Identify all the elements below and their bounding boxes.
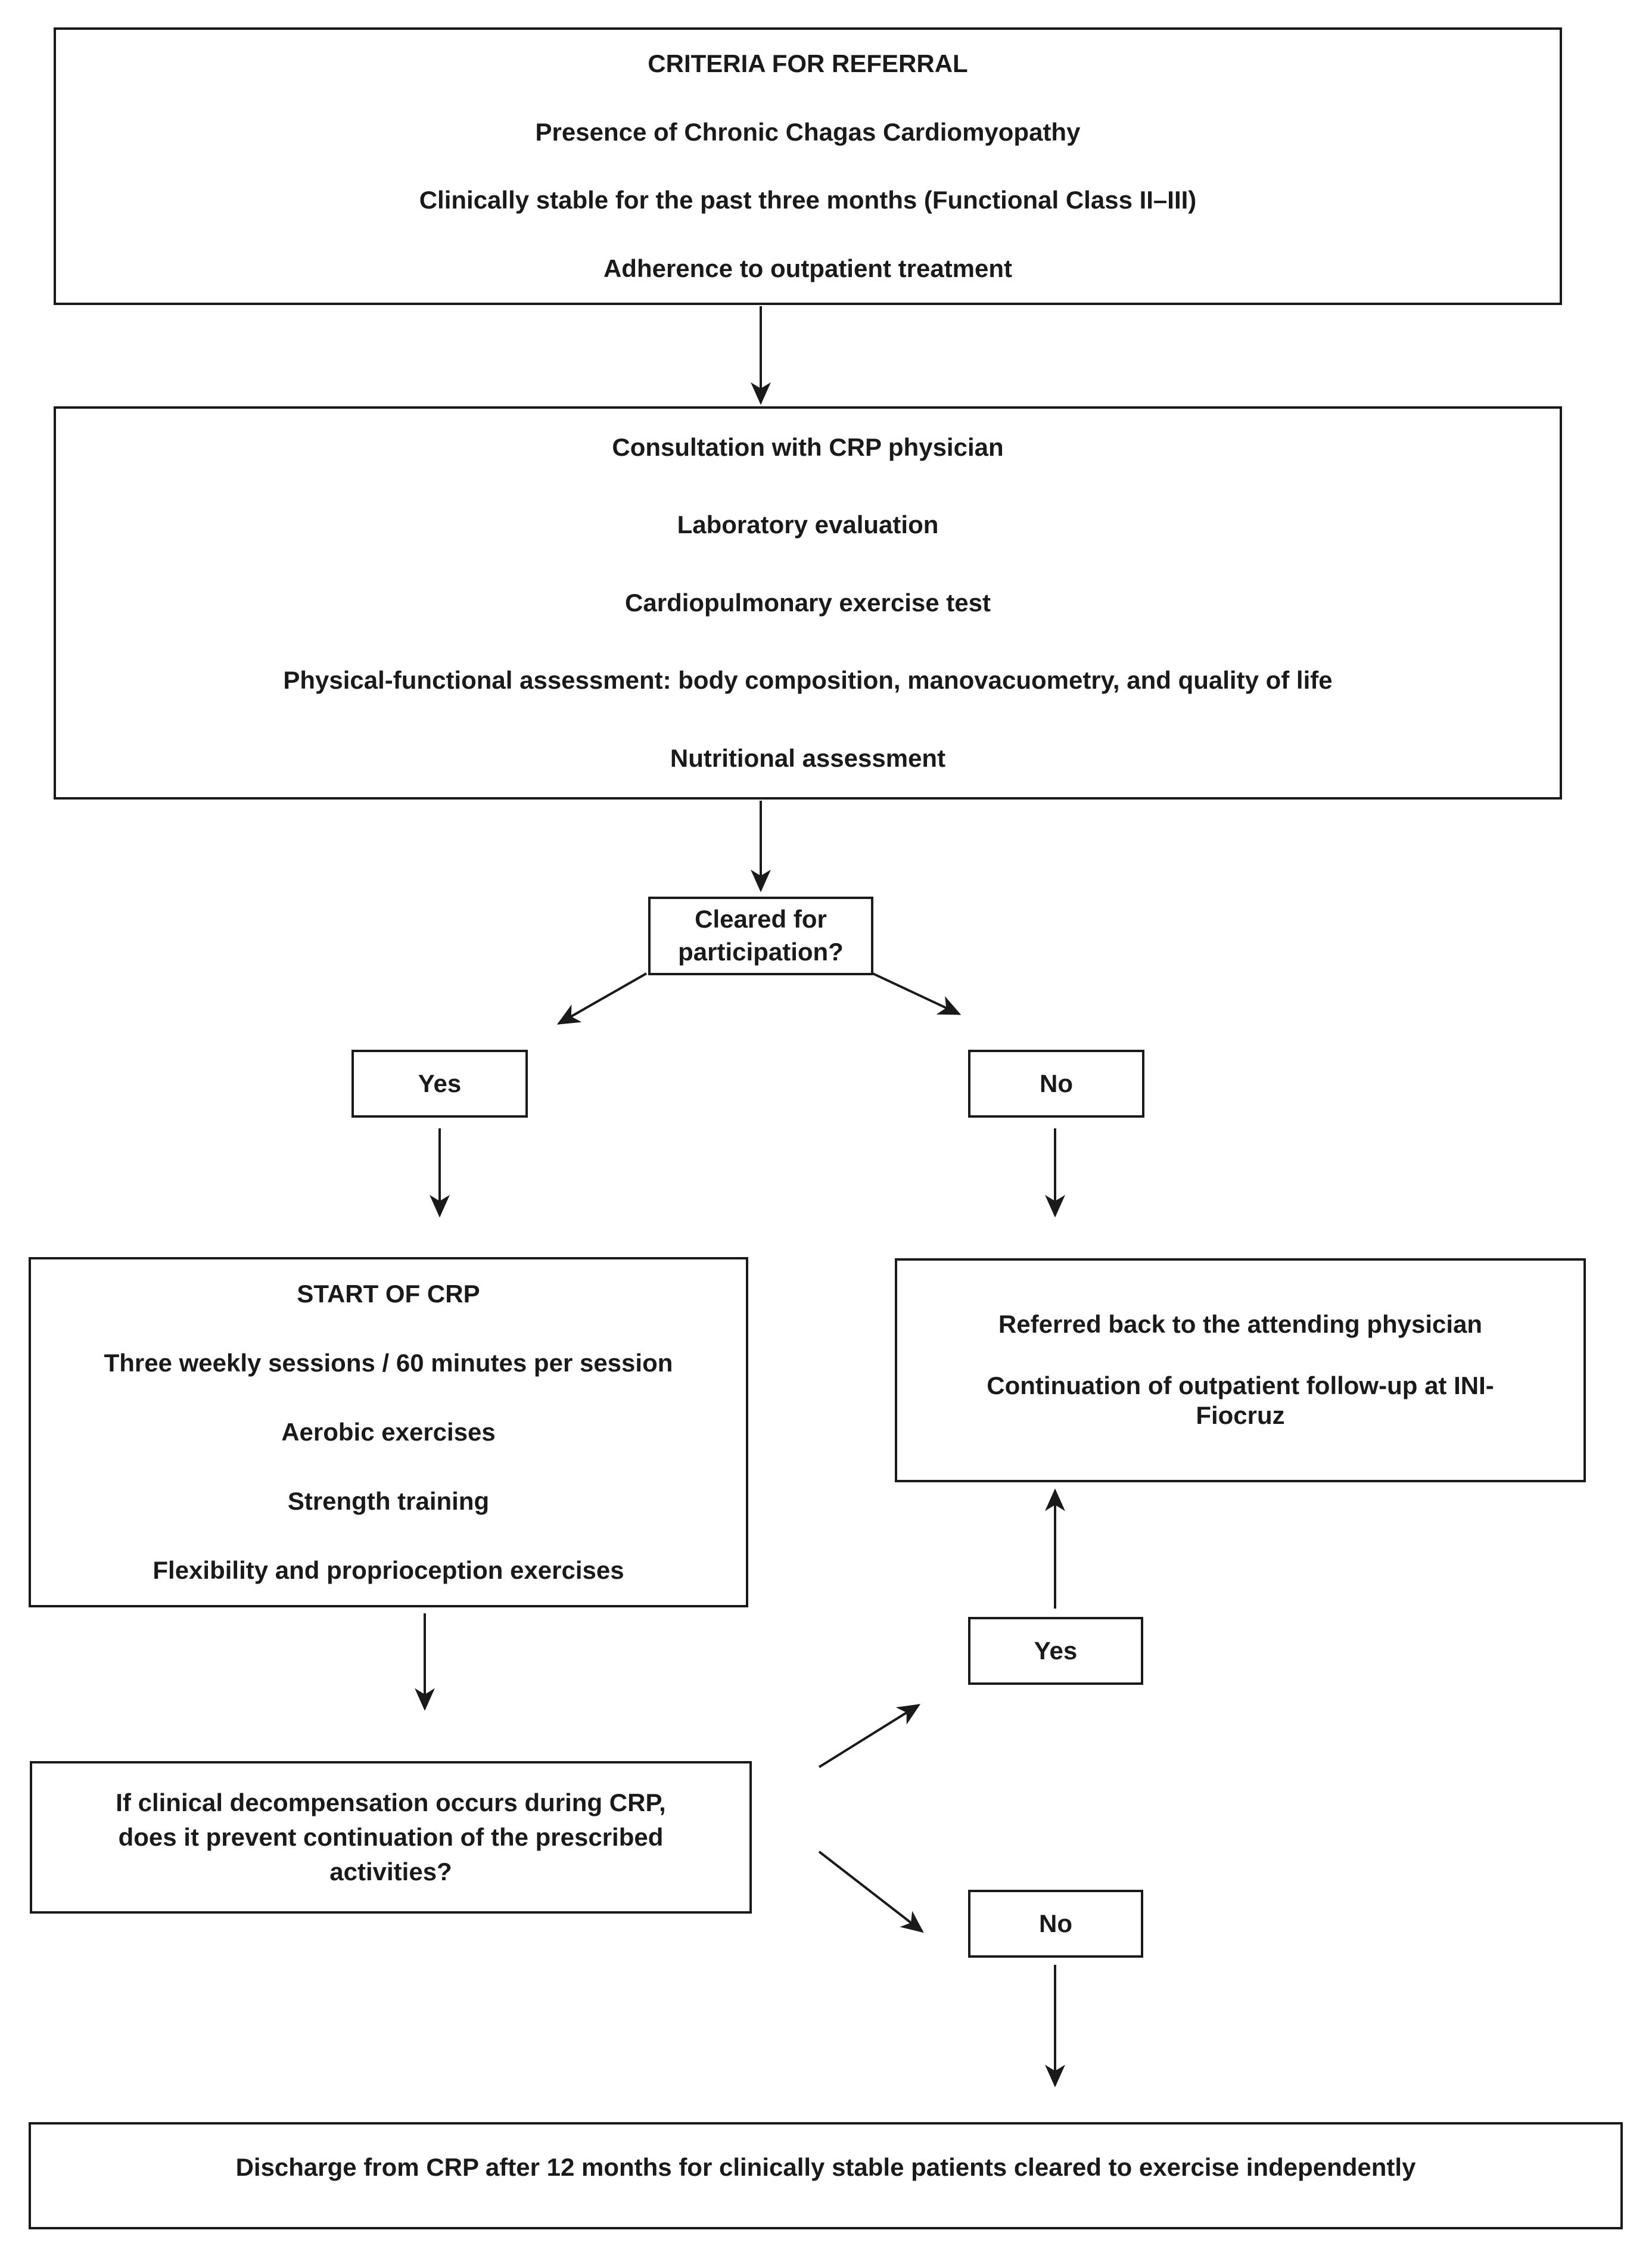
referred-back-box: Referred back to the attending physician… <box>895 1258 1586 1482</box>
discharge-text: Discharge from CRP after 12 months for c… <box>235 2153 1416 2181</box>
crp-line: Three weekly sessions / 60 minutes per s… <box>104 1348 673 1377</box>
decision1-line: Cleared for <box>695 905 827 934</box>
arrow-question-to-no2 <box>818 1850 924 1933</box>
referral-line: Fiocruz <box>1196 1401 1285 1430</box>
evaluation-line: Physical-functional assessment: body com… <box>283 666 1333 695</box>
question-line: does it prevent continuation of the pres… <box>118 1823 664 1852</box>
criteria-for-referral-box: CRITERIA FOR REFERRAL Presence of Chroni… <box>54 27 1562 305</box>
crp-line: Strength training <box>287 1486 490 1515</box>
decompensation-yes-box: Yes <box>968 1617 1143 1685</box>
criteria-title: CRITERIA FOR REFERRAL <box>648 49 968 78</box>
arrow-decision1-to-no1 <box>872 972 962 1015</box>
decompensation-no-box: No <box>968 1890 1143 1958</box>
question-line: activities? <box>329 1857 452 1886</box>
cleared-for-participation-decision-box: Cleared for participation? <box>648 897 873 975</box>
crp-line: Flexibility and proprioception exercises <box>153 1556 624 1584</box>
discharge-box: Discharge from CRP after 12 months for c… <box>29 2122 1623 2229</box>
evaluation-line: Nutritional assessment <box>670 744 946 772</box>
criteria-line: Adherence to outpatient treatment <box>603 254 1013 282</box>
yes2-label: Yes <box>1034 1636 1078 1665</box>
crp-line: Aerobic exercises <box>281 1417 496 1446</box>
arrow-question-to-yes2 <box>818 1704 921 1768</box>
evaluation-line: Laboratory evaluation <box>677 511 939 539</box>
referral-line: Referred back to the attending physician <box>998 1310 1483 1339</box>
no2-label: No <box>1039 1909 1072 1937</box>
referral-line: Continuation of outpatient follow-up at … <box>987 1371 1494 1399</box>
criteria-line: Presence of Chronic Chagas Cardiomyopath… <box>535 117 1081 146</box>
decompensation-question-box: If clinical decompensation occurs during… <box>30 1761 752 1914</box>
participation-yes-box: Yes <box>351 1050 528 1118</box>
participation-no-box: No <box>968 1050 1144 1118</box>
yes1-label: Yes <box>418 1069 462 1097</box>
arrow-decision1-to-yes1 <box>556 972 647 1025</box>
criteria-line: Clinically stable for the past three mon… <box>419 186 1197 214</box>
evaluation-line: Cardiopulmonary exercise test <box>625 588 991 617</box>
evaluation-line: Consultation with CRP physician <box>612 433 1004 461</box>
decision1-line: participation? <box>678 938 844 966</box>
no1-label: No <box>1040 1069 1073 1097</box>
evaluation-box: Consultation with CRP physician Laborato… <box>54 406 1562 800</box>
question-line: If clinical decompensation occurs during… <box>116 1788 666 1817</box>
start-of-crp-box: START OF CRP Three weekly sessions / 60 … <box>29 1257 748 1607</box>
crp-title: START OF CRP <box>297 1279 480 1308</box>
